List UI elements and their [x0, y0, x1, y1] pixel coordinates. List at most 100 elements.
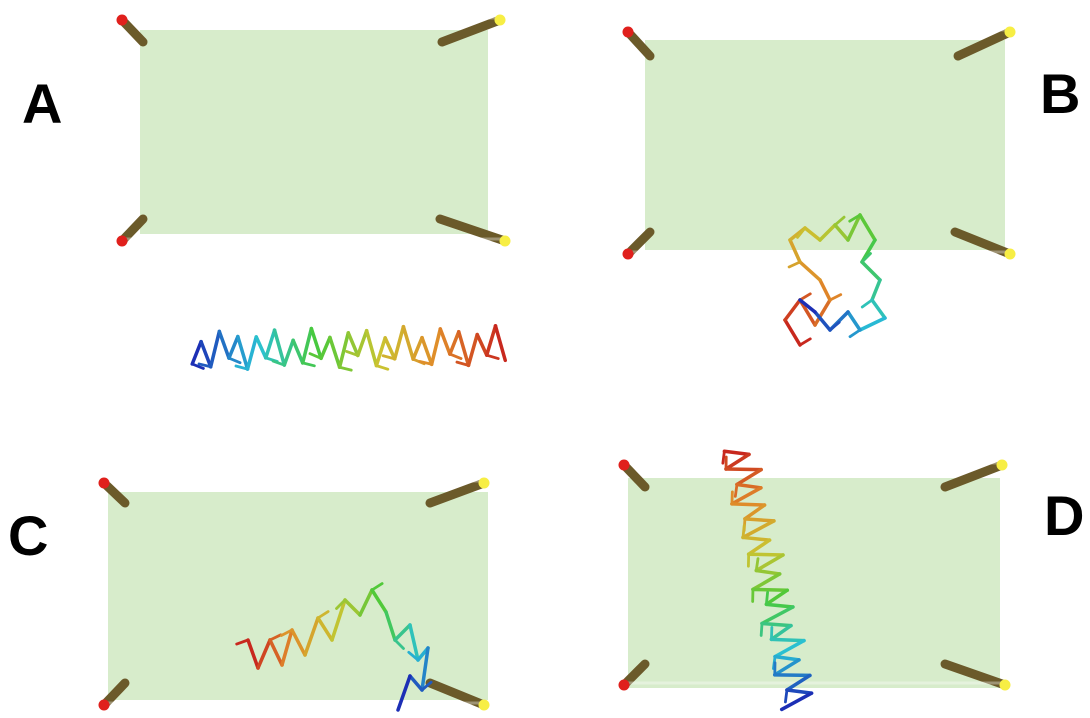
- panel-a-backbone-segment: [438, 327, 452, 356]
- panel-a-side-chain: [190, 362, 205, 370]
- panel-c-backbone-segment: [303, 616, 320, 657]
- panel-c-backbone-segment: [246, 638, 260, 670]
- panel-a-backbone-segment: [291, 338, 305, 365]
- panel-c-backbone-segment: [316, 616, 334, 642]
- panel-b-backbone-segment: [788, 238, 802, 264]
- panel-b-side-chain: [796, 226, 807, 239]
- panel-a-side-chain: [234, 364, 249, 371]
- panel-b-top-cap-right: [1004, 26, 1016, 38]
- panel-b-side-chain: [798, 337, 812, 347]
- panel-a-backbone-segment: [309, 326, 323, 361]
- panel-d-backbone-segment: [773, 673, 812, 678]
- panel-d-backbone-segment: [730, 502, 767, 507]
- panel-a-backbone-segment: [383, 336, 397, 361]
- panel-d-side-chain: [759, 622, 764, 637]
- panel-a-backbone-segment: [236, 334, 250, 371]
- panel-a-backbone-segment: [245, 335, 258, 371]
- panel-c-backbone-segment: [358, 588, 374, 617]
- panel-d-backbone-segment: [743, 517, 776, 523]
- panel-d-backbone-segment: [743, 503, 767, 521]
- panel-b-backbone-segment: [783, 298, 802, 322]
- panel-b-side-chain: [848, 213, 862, 223]
- panel-a-backbone-segment: [337, 331, 351, 369]
- panel-a-side-chain: [271, 359, 286, 367]
- panel-b-top-cap-left: [622, 26, 634, 38]
- panel-b-backbone-segment: [858, 316, 887, 332]
- panel-b-backbone-segment: [798, 298, 817, 314]
- panel-d-backbone-segment: [735, 467, 763, 487]
- panel-c-side-chain: [420, 680, 433, 692]
- panel-a-backbone-segment: [456, 329, 471, 368]
- panel-a-backbone-segment: [282, 338, 295, 367]
- panel-c-backbone-segment: [408, 674, 424, 692]
- panel-b-side-chain: [848, 328, 862, 339]
- panel-a-backbone-segment: [411, 335, 424, 361]
- panel-d-backbone-segment: [785, 688, 814, 695]
- panel-d-membrane: [618, 449, 1011, 712]
- panel-a-side-chain: [448, 352, 463, 360]
- panel-a-backbone-segment: [420, 335, 434, 367]
- panel-a-bottom-cap-left: [116, 235, 128, 247]
- panel-d-backbone-segment: [746, 552, 785, 557]
- panel-d-bilayer-slab: [628, 478, 1000, 688]
- panel-b-backbone-segment: [783, 318, 802, 347]
- panel-d-backbone-segment: [760, 621, 793, 628]
- panel-b-backbone-segment: [803, 226, 822, 242]
- panel-b-backbone-segment: [870, 298, 887, 320]
- panel-a-backbone-segment: [300, 326, 314, 365]
- panel-c-top-cap-right: [478, 477, 490, 489]
- panel-d-backbone-segment: [724, 467, 763, 472]
- panel-a-side-chain: [308, 352, 323, 360]
- panel-b-backbone-segment: [846, 310, 862, 332]
- panel-b-backbone-segment: [813, 310, 832, 332]
- panel-c-side-chain: [335, 598, 347, 610]
- panel-a-side-chain: [197, 362, 213, 369]
- panel-b-backbone-segment: [870, 278, 882, 302]
- panel-a-backbone-segment: [272, 328, 287, 367]
- panel-c-peptide: [235, 582, 433, 712]
- panel-c-side-chain: [370, 582, 384, 592]
- panel-d-backbone-segment: [785, 673, 812, 692]
- panel-a-backbone-segment: [364, 328, 379, 368]
- panel-a-side-chain: [418, 360, 434, 366]
- panel-d-side-chain: [733, 483, 739, 498]
- panel-c-backbone-segment: [343, 598, 362, 617]
- panel-d-side-chain: [721, 449, 726, 465]
- panel-c-backbone-segment: [256, 638, 272, 670]
- panel-b-backbone-segment: [858, 213, 877, 242]
- panel-d-backbone-segment: [724, 452, 751, 471]
- panel-c-side-chain: [393, 638, 405, 650]
- panel-c-backbone-segment: [408, 623, 420, 662]
- panel-a-backbone-segment: [346, 331, 360, 358]
- panel-a-backbone-segment: [254, 335, 268, 360]
- panel-d-backbone-segment: [754, 553, 785, 573]
- panel-a-membrane: [116, 14, 511, 372]
- panel-b-side-chain: [833, 215, 846, 227]
- panel-a-backbone-segment: [374, 336, 387, 368]
- panel-d-side-chain: [741, 524, 746, 539]
- panel-d-top-cap-left: [618, 459, 630, 471]
- panel-a-backbone-segment: [392, 324, 406, 361]
- panel-c-side-chain: [268, 633, 283, 642]
- panel-a-top-cap-left: [116, 14, 128, 26]
- panel-b-side-chain: [828, 293, 843, 302]
- panel-b-side-chain: [828, 320, 841, 332]
- panel-b-membrane: [622, 26, 1016, 347]
- panel-a-bottom-cap-right: [499, 235, 511, 247]
- panel-d-backbone-segment: [773, 658, 801, 677]
- panel-a-backbone-segment: [217, 329, 231, 360]
- panel-d-backbone-segment: [779, 691, 814, 712]
- panel-a-backbone-segment: [227, 334, 240, 360]
- panel-a-side-chain: [455, 360, 470, 367]
- panel-a-backbone-segment: [448, 329, 461, 356]
- panel-a-backbone-segment: [264, 328, 277, 360]
- panel-b-backbone-segment: [798, 260, 822, 282]
- panel-d-backbone-segment: [751, 572, 782, 592]
- panel-a-backbone-segment: [319, 335, 332, 361]
- panel-c-backbone-segment: [280, 628, 294, 667]
- panel-a-backbone-segment: [493, 324, 507, 363]
- panel-d-backbone-segment: [735, 482, 763, 490]
- panel-a-backbone-segment: [475, 332, 489, 357]
- panel-a-peptide: [190, 324, 507, 372]
